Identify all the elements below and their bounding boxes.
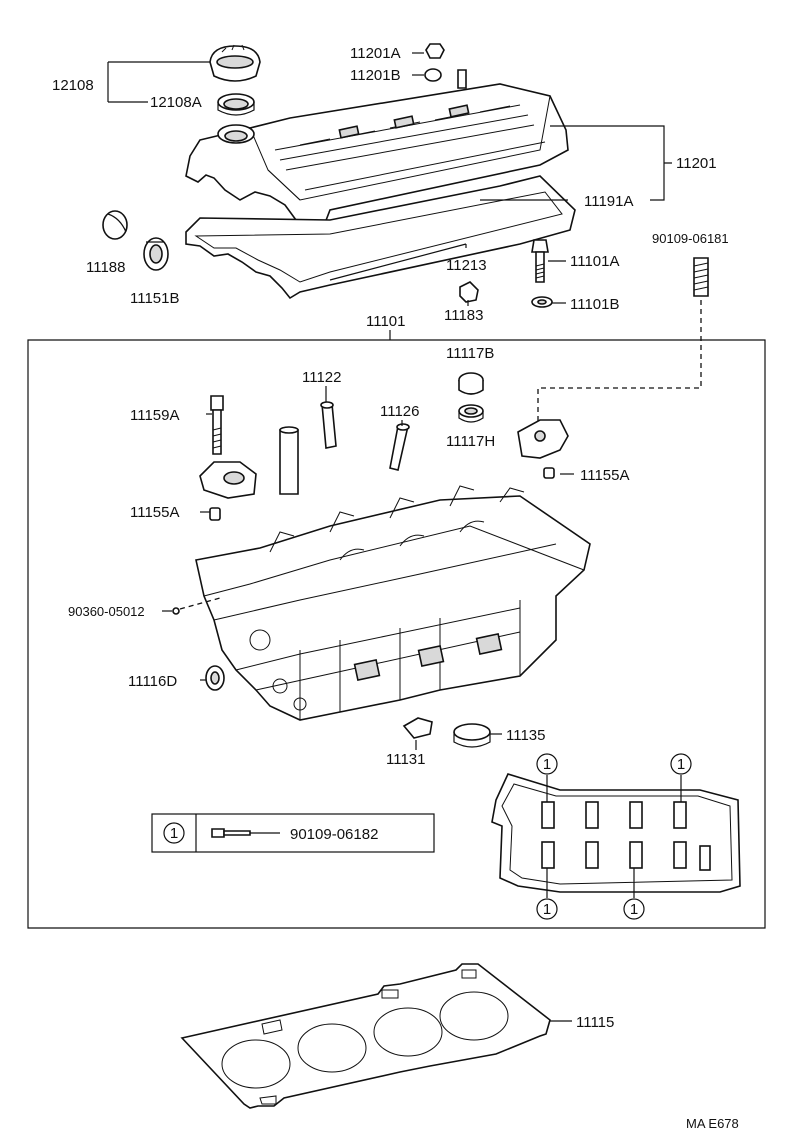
label-11188: 11188 xyxy=(86,259,126,276)
label-11155A-left: 11155A xyxy=(130,504,180,521)
label-11213: 11213 xyxy=(446,257,487,274)
spark-plug-tube xyxy=(279,426,299,495)
camshaft-bearing-cap-left xyxy=(199,461,257,499)
label-11126: 11126 xyxy=(380,403,420,420)
head-plug-dot xyxy=(172,607,180,615)
marker-one-top-right: 1 xyxy=(670,753,692,775)
filler-cap-gasket xyxy=(217,93,255,116)
dowel-pin-right xyxy=(543,467,555,479)
label-11115: 11115 xyxy=(576,1014,614,1031)
head-bottom-view xyxy=(491,773,741,898)
label-11116D: 11116D xyxy=(128,673,177,690)
assembly-box xyxy=(27,339,766,929)
diagram-code: MA E678 xyxy=(686,1116,739,1131)
marker-one-bottom-left: 1 xyxy=(536,898,558,920)
marker-one-top-left: 1 xyxy=(536,753,558,775)
label-11101A: 11101A xyxy=(570,253,620,270)
label-90109-06181: 90109-06181 xyxy=(652,231,729,246)
marker-one-bottom-right: 1 xyxy=(623,898,645,920)
label-11159A: 11159A xyxy=(130,407,180,424)
oil-filler-cap xyxy=(209,44,261,82)
cylinder-head-body xyxy=(195,485,591,721)
legend-box: 1 90109-06182 xyxy=(151,813,435,853)
dowel-pin-left xyxy=(209,507,221,521)
label-11101B: 11101B xyxy=(570,296,620,313)
camshaft-seal xyxy=(143,237,169,271)
head-seal xyxy=(205,665,225,691)
label-11151B: 11151B xyxy=(130,290,180,307)
valve-guide-exhaust xyxy=(320,401,337,449)
head-bolt xyxy=(531,239,549,283)
label-11117H: 11117H xyxy=(446,433,495,450)
label-11155A-right: 11155A xyxy=(580,467,630,484)
bracket-bolt xyxy=(210,395,224,455)
leader-lines xyxy=(107,52,672,1022)
label-11191A: 11191A xyxy=(584,193,634,210)
cover-grommet xyxy=(424,68,442,82)
camshaft-bearing-cap-plug xyxy=(458,372,484,395)
head-bolt-washer xyxy=(531,296,553,308)
cylinder-head-gasket xyxy=(180,963,551,1109)
camshaft-bearing-ring xyxy=(458,404,484,423)
label-12108: 12108 xyxy=(52,77,94,94)
valve-guide-intake xyxy=(389,423,410,471)
marker-one-text: 1 xyxy=(543,756,551,773)
marker-one-text: 1 xyxy=(677,756,685,773)
label-11122: 11122 xyxy=(302,369,342,386)
head-insert-ring xyxy=(453,723,491,748)
marker-one-text: 1 xyxy=(630,901,638,918)
label-12108A: 12108A xyxy=(150,94,202,111)
label-11131: 11131 xyxy=(386,751,426,768)
cover-grommet-small xyxy=(459,281,479,303)
legend-part-number: 90109-06182 xyxy=(290,826,378,843)
stud-bolt-top xyxy=(693,257,709,297)
cover-nut xyxy=(425,43,445,59)
label-11135: 11135 xyxy=(506,727,546,744)
label-11101: 11101 xyxy=(366,313,406,330)
camshaft-bracket xyxy=(517,419,569,459)
label-11183: 11183 xyxy=(444,307,484,324)
label-11201A: 11201A xyxy=(350,45,401,62)
label-90360-05012: 90360-05012 xyxy=(68,604,145,619)
label-11117B: 11117B xyxy=(446,345,494,362)
cover-gasket xyxy=(185,175,576,300)
head-insert-small xyxy=(402,717,433,739)
legend-marker-text: 1 xyxy=(170,825,178,842)
label-11201B: 11201B xyxy=(350,67,401,84)
half-moon-plug xyxy=(102,210,128,240)
cylinder-head-cover xyxy=(185,69,569,239)
stud-leader-dashed xyxy=(537,300,702,424)
marker-one-text: 1 xyxy=(543,901,551,918)
label-11201: 11201 xyxy=(676,155,717,172)
